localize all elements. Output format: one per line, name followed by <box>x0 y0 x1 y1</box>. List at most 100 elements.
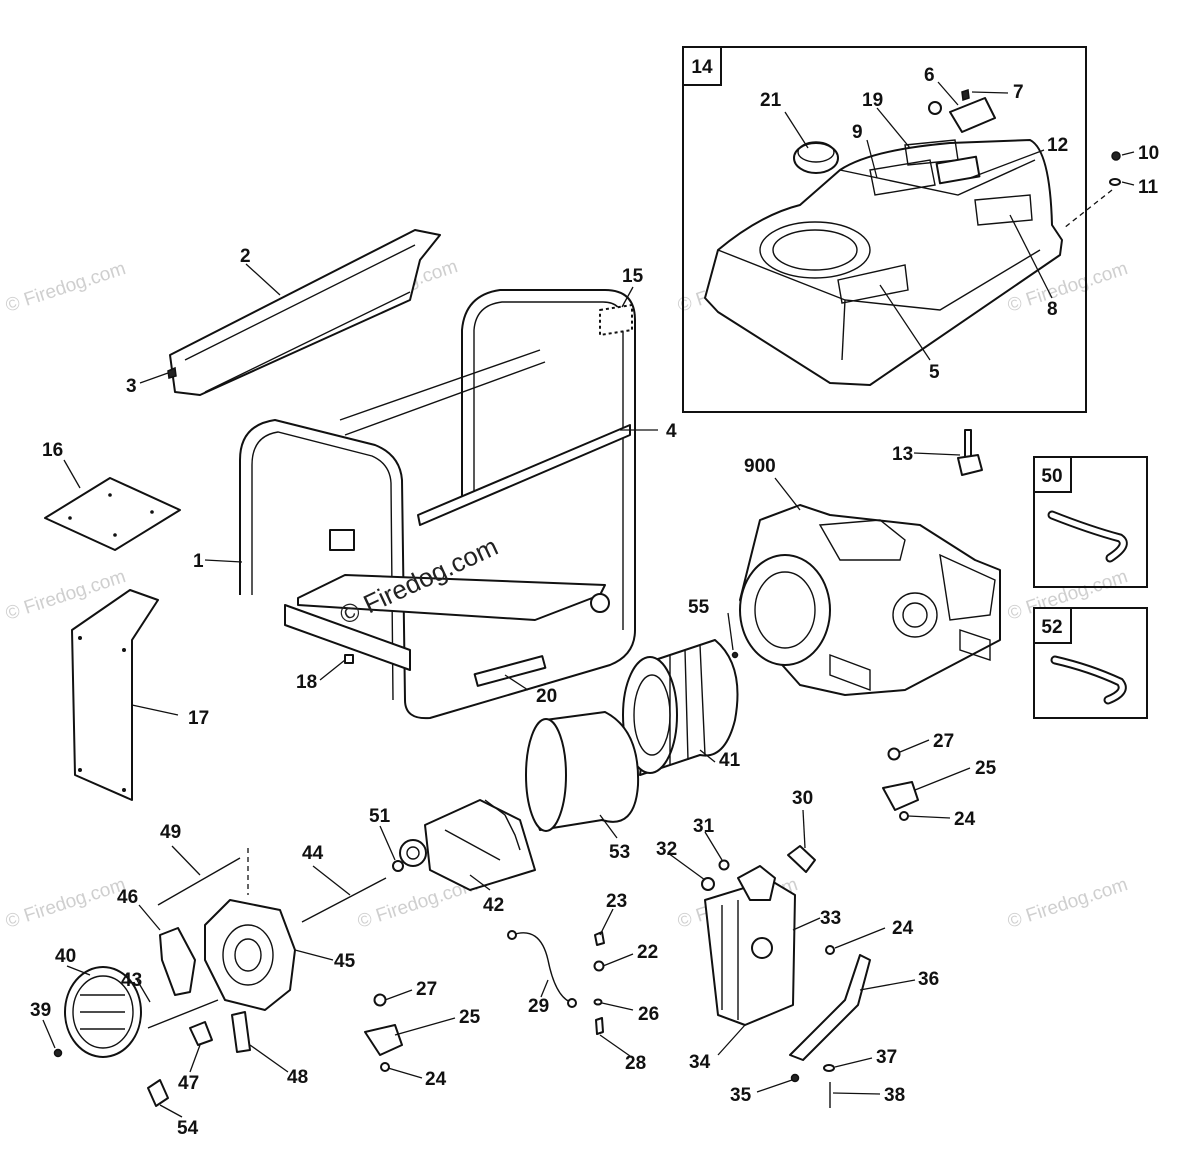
bolt-10 <box>1111 151 1121 161</box>
bolt-49 <box>157 857 241 906</box>
callout: 51 <box>369 806 391 827</box>
rotor <box>399 799 536 891</box>
callout: 27 <box>933 731 954 752</box>
callout: 10 <box>1138 143 1159 164</box>
frame-support-18 <box>284 604 411 671</box>
callout: 27 <box>416 979 437 1000</box>
screw-3 <box>167 366 177 379</box>
nut-22 <box>593 960 605 972</box>
callout: 900 <box>744 456 776 477</box>
bolt-43 <box>147 999 219 1029</box>
fuel-tank <box>704 139 1063 386</box>
brush-48 <box>231 1011 251 1053</box>
nut-24-right <box>899 811 909 821</box>
callout: 46 <box>117 887 138 908</box>
washer-11 <box>1109 178 1121 186</box>
end-cover <box>64 966 142 1058</box>
nut-32 <box>701 877 715 891</box>
callout: 25 <box>975 758 997 779</box>
callout: 22 <box>637 942 658 963</box>
callout: 39 <box>30 1000 51 1021</box>
mount-25-right <box>882 781 919 811</box>
nut-24-left <box>380 1062 390 1072</box>
callout: 3 <box>126 376 137 397</box>
callout: 4 <box>666 421 677 442</box>
callout: 37 <box>876 1047 897 1068</box>
fuel-cap <box>793 142 839 174</box>
callout: 24 <box>892 918 914 939</box>
tank-bolt-group <box>1063 151 1121 229</box>
callout: 24 <box>954 809 976 830</box>
decal-20 <box>473 655 547 687</box>
callout: 26 <box>638 1004 659 1025</box>
plug-54 <box>147 1079 169 1107</box>
watermark-text: © Firedog.com <box>3 258 128 317</box>
ground-wire <box>511 932 571 1003</box>
hose-inset-50: 50 <box>1033 456 1148 588</box>
screw-28 <box>595 1017 604 1035</box>
callout: 49 <box>160 822 181 843</box>
callout: 30 <box>792 788 813 809</box>
callout: 23 <box>606 891 627 912</box>
stator <box>622 639 739 776</box>
decal-15 <box>599 304 633 336</box>
callout: 20 <box>536 686 557 707</box>
callout: 1 <box>193 551 204 572</box>
brush-cover <box>159 927 196 996</box>
inset-label-14: 14 <box>691 57 713 78</box>
fuel-valve <box>957 429 983 476</box>
top-panel <box>169 229 441 396</box>
frame-bracket <box>329 529 355 551</box>
callout: 48 <box>287 1067 308 1088</box>
callout-labels: 1 2 3 4 5 6 7 8 9 10 11 12 13 15 16 17 1… <box>30 65 1159 1139</box>
fuel-tank-inset: 14 <box>682 46 1087 413</box>
callout: 55 <box>688 597 710 618</box>
callout: 53 <box>609 842 630 863</box>
callout: 28 <box>625 1053 646 1074</box>
screw-39 <box>53 1048 63 1058</box>
callout: 7 <box>1013 82 1024 103</box>
callout: 33 <box>820 908 841 929</box>
callout: 25 <box>459 1007 481 1028</box>
muffler-bracket <box>789 954 871 1061</box>
generator-frame <box>239 289 636 720</box>
inset-label-52: 52 <box>1041 617 1062 638</box>
washer-37 <box>823 1064 835 1072</box>
bushing <box>928 101 942 115</box>
callout: 16 <box>42 440 63 461</box>
callout: 43 <box>121 970 142 991</box>
label-8 <box>974 194 1033 226</box>
muffler <box>704 865 796 1026</box>
control-rail-4 <box>417 424 631 526</box>
callout: 6 <box>924 65 935 86</box>
callout: 15 <box>622 266 644 287</box>
callout: 34 <box>689 1052 711 1073</box>
callout: 41 <box>719 750 741 771</box>
cover-plate-16 <box>44 477 181 551</box>
leader-lines <box>42 81 1135 1118</box>
callout: 9 <box>852 122 863 143</box>
callout: 18 <box>296 672 317 693</box>
nut-27-right <box>887 747 901 761</box>
callout: 17 <box>188 708 209 729</box>
rotor-shroud <box>525 711 640 832</box>
callout: 8 <box>1047 299 1058 320</box>
pin-55 <box>731 651 739 659</box>
nut-27-left <box>373 993 387 1007</box>
watermark-text: © Firedog.com <box>3 874 128 933</box>
bolt-44 <box>301 877 387 923</box>
callout: 44 <box>302 843 324 864</box>
callout: 21 <box>760 90 782 111</box>
clip-47 <box>189 1021 213 1046</box>
callout: 40 <box>55 946 76 967</box>
callout: 24 <box>425 1069 447 1090</box>
washer-51 <box>392 860 404 872</box>
screw-23 <box>594 931 605 946</box>
label-5 <box>837 264 909 304</box>
nut-24-bracket <box>825 945 835 955</box>
callout: 12 <box>1047 135 1068 156</box>
callout: 54 <box>177 1118 199 1139</box>
callout: 32 <box>656 839 677 860</box>
callout: 29 <box>528 996 549 1017</box>
